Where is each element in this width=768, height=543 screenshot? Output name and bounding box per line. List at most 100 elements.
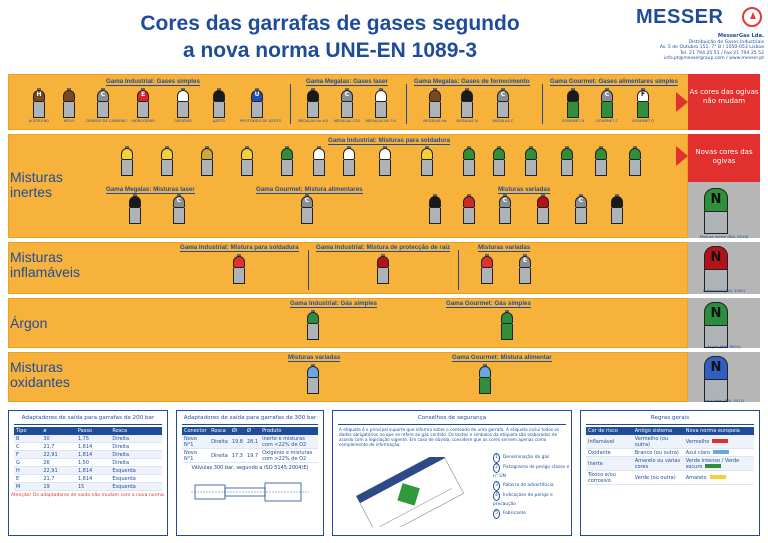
cylinder-label: MEGALAS N2 5.0 bbox=[365, 119, 397, 123]
gas-cylinder-icon: E bbox=[136, 88, 150, 118]
cylinder-label: GOURMET N bbox=[561, 119, 585, 123]
reference-cylinder-oxidising: N bbox=[702, 356, 730, 402]
table-cell: Oxidante bbox=[586, 448, 633, 457]
panel-200bar-adapters: Adaptadores de saída para garrafas de 20… bbox=[8, 410, 168, 536]
gas-cylinder-icon bbox=[478, 364, 492, 394]
cylinder-label: GOURMET C bbox=[596, 119, 618, 123]
gas-cylinder-icon bbox=[306, 88, 320, 118]
gas-cylinder-icon: U bbox=[250, 88, 264, 118]
table-cell: 19 bbox=[41, 482, 76, 491]
gas-cylinder-icon: C bbox=[172, 194, 186, 224]
page-title: Cores das garrafas de gases segundo a no… bbox=[70, 10, 590, 64]
table-cell: 21,7 bbox=[41, 474, 76, 483]
reference-label: Inflamável (RAL 3000) bbox=[702, 288, 746, 293]
list-number: 5 bbox=[493, 509, 500, 519]
arrow-icon bbox=[676, 92, 688, 112]
arrow-icon bbox=[676, 146, 688, 166]
group-label: Gama Industrial: Mistura para soldadura bbox=[180, 244, 299, 252]
company-line2: Distribuição de Gases Industriais bbox=[688, 39, 764, 45]
reference-cylinder-inert: N bbox=[702, 188, 730, 234]
table-cell: Direita bbox=[110, 442, 162, 451]
list-item: 5 Fabricante bbox=[493, 509, 571, 519]
color-swatch bbox=[713, 450, 730, 454]
side-note-new-colors: Novas cores das ogivas bbox=[688, 134, 760, 182]
table-cell: Esquerda bbox=[110, 482, 162, 491]
gas-cylinder-icon: C bbox=[496, 88, 510, 118]
gas-cylinder-icon: E bbox=[518, 254, 532, 284]
gas-cylinder-icon bbox=[560, 146, 574, 176]
gas-cylinder-icon bbox=[566, 88, 580, 118]
gas-cylinder-icon bbox=[120, 146, 134, 176]
gas-cylinder-icon bbox=[212, 88, 226, 118]
gas-cylinder-icon: C bbox=[340, 88, 354, 118]
band-argon bbox=[8, 298, 688, 348]
table-cell: Direita bbox=[110, 435, 162, 443]
gas-cylinder-icon bbox=[420, 146, 434, 176]
col-header: Produto bbox=[260, 427, 318, 435]
gas-cylinder-icon bbox=[306, 364, 320, 394]
valve-diagram-icon bbox=[191, 482, 309, 502]
table-cell: Novo N°1 bbox=[182, 448, 210, 463]
table-cell: H bbox=[14, 466, 42, 475]
panel-general-rules: Regras gerais Cor de risco Antigo sistem… bbox=[580, 410, 760, 536]
col-header: Passo bbox=[75, 427, 111, 435]
gas-cylinder-icon bbox=[374, 88, 388, 118]
band-flammable-mixtures bbox=[8, 242, 688, 294]
table-cell: C bbox=[14, 442, 42, 451]
group-label: Gama Industrial: Gás simples bbox=[290, 300, 377, 308]
group-label: Gama Gourmet: Gás simples bbox=[446, 300, 531, 308]
table-cell: 17,3 bbox=[229, 448, 245, 463]
gas-cylinder-icon bbox=[594, 146, 608, 176]
gas-cylinder-icon bbox=[160, 146, 174, 176]
col-header: Øi bbox=[229, 427, 245, 435]
gas-cylinder-icon bbox=[428, 88, 442, 118]
band-label-flammable: Misturas inflamáveis bbox=[10, 249, 81, 280]
table-cell: Oxigénio e misturas com >22% de O2 bbox=[260, 448, 318, 463]
list-item: 2 Pictograma de perigo classe e n° UN bbox=[493, 463, 571, 481]
gas-cylinder-icon bbox=[536, 194, 550, 224]
band-label-argon: Árgon bbox=[10, 315, 48, 331]
gas-cylinder-icon bbox=[128, 194, 142, 224]
table-cell: Vermelho (ou outra) bbox=[632, 435, 684, 449]
table-cell: 22,91 bbox=[41, 466, 76, 475]
panel-title: Regras gerais bbox=[586, 411, 754, 425]
label-illustration-icon bbox=[355, 457, 464, 527]
color-swatch bbox=[709, 475, 726, 479]
list-text: Indicações de perigo e precaução bbox=[493, 493, 553, 507]
reference-label: Argon (RAL 6001) bbox=[707, 344, 741, 349]
gas-cylinder-icon bbox=[480, 254, 494, 284]
divider bbox=[458, 250, 459, 290]
company-address: Av. 5 de Outubro 151, 7° B / 1050-053 Li… bbox=[659, 45, 764, 51]
color-swatch bbox=[705, 464, 722, 468]
gas-cylinder-icon bbox=[376, 254, 390, 284]
panel-title: Adaptadores de saída para garrafas de 30… bbox=[182, 411, 318, 425]
table-cell: Tóxico e/ou corrosivo bbox=[586, 470, 633, 485]
gas-cylinder-icon bbox=[312, 146, 326, 176]
table-cell: Azul claro bbox=[683, 448, 754, 457]
gas-cylinder-icon: F bbox=[636, 88, 650, 118]
gas-cylinder-icon bbox=[462, 194, 476, 224]
table-cell: Direita bbox=[110, 450, 162, 459]
table-cell: Direita bbox=[209, 448, 230, 463]
table-cell: Branco (ou outra) bbox=[632, 448, 684, 457]
gas-cylinder-icon bbox=[460, 88, 474, 118]
cylinder-label: DIÓXIDO DE CARBONO bbox=[86, 119, 128, 123]
gas-cylinder-icon: H bbox=[32, 88, 46, 118]
table-cell: Novo N°1 bbox=[182, 435, 210, 449]
band-oxidising-mixtures bbox=[8, 352, 688, 402]
cylinder-label: MEGALAS He 6.0 bbox=[297, 119, 329, 123]
table-cell: Amarelo ou várias cores bbox=[632, 456, 684, 471]
table-cell: 19,8 bbox=[229, 435, 245, 449]
gas-cylinder-icon bbox=[342, 146, 356, 176]
table-cell: Esquerda bbox=[110, 466, 162, 475]
table-cell: B bbox=[14, 435, 42, 443]
reference-cylinder-flammable: N bbox=[702, 246, 730, 292]
